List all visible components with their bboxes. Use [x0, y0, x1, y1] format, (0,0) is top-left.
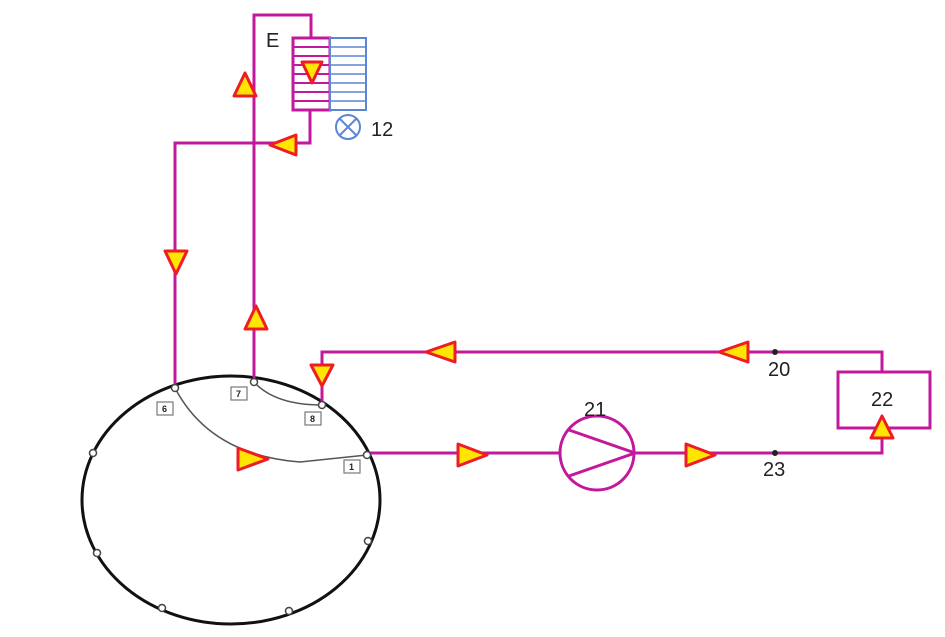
- storage-tank: [80, 374, 382, 626]
- port-1-label: 1: [349, 462, 354, 472]
- internal-line-6-1: [174, 387, 368, 463]
- flow-arrow-up: [243, 304, 269, 331]
- flow-arrow-right: [456, 442, 489, 468]
- flow-arrow-left: [717, 340, 750, 364]
- flow-arrow-down: [300, 60, 324, 85]
- port-1-node: [362, 450, 372, 460]
- flow-arrow-left: [268, 133, 298, 157]
- tank-node: [363, 536, 373, 546]
- port-7-label: 7: [236, 389, 241, 399]
- tank-node: [284, 606, 294, 616]
- sensor-23-dot: [772, 450, 778, 456]
- sensor-23-label: 23: [763, 459, 785, 481]
- pump-icon[interactable]: [558, 414, 640, 492]
- port-8-node: [317, 400, 327, 410]
- pump-label: 21: [584, 399, 606, 421]
- sensor-20-label: 20: [768, 359, 790, 381]
- port-7-node: [249, 377, 259, 387]
- tank-node: [92, 548, 102, 558]
- port-8-label: 8: [310, 414, 315, 424]
- flow-arrow-right: [684, 442, 717, 468]
- internal-line-7-8: [253, 381, 323, 406]
- pipe-port7-exchanger: [252, 13, 313, 382]
- flow-arrow-down: [163, 249, 189, 276]
- pipe-return: [320, 350, 884, 405]
- tank-node: [157, 603, 167, 613]
- load-label: 22: [871, 389, 893, 411]
- flow-arrow-up: [232, 71, 258, 98]
- port-6-label: 6: [162, 404, 167, 414]
- flow-arrow-up: [869, 414, 895, 440]
- sensor-20-dot: [772, 349, 778, 355]
- flow-arrow-down: [309, 363, 335, 388]
- exchanger-label: E: [266, 30, 279, 52]
- flow-arrow-left: [424, 340, 457, 364]
- flow-arrow-right: [236, 446, 270, 472]
- valve-label: 12: [371, 119, 393, 141]
- valve-icon[interactable]: [335, 114, 361, 140]
- tank-node: [88, 448, 98, 458]
- heat-exchanger: [291, 36, 367, 112]
- port-6-node: [170, 383, 180, 393]
